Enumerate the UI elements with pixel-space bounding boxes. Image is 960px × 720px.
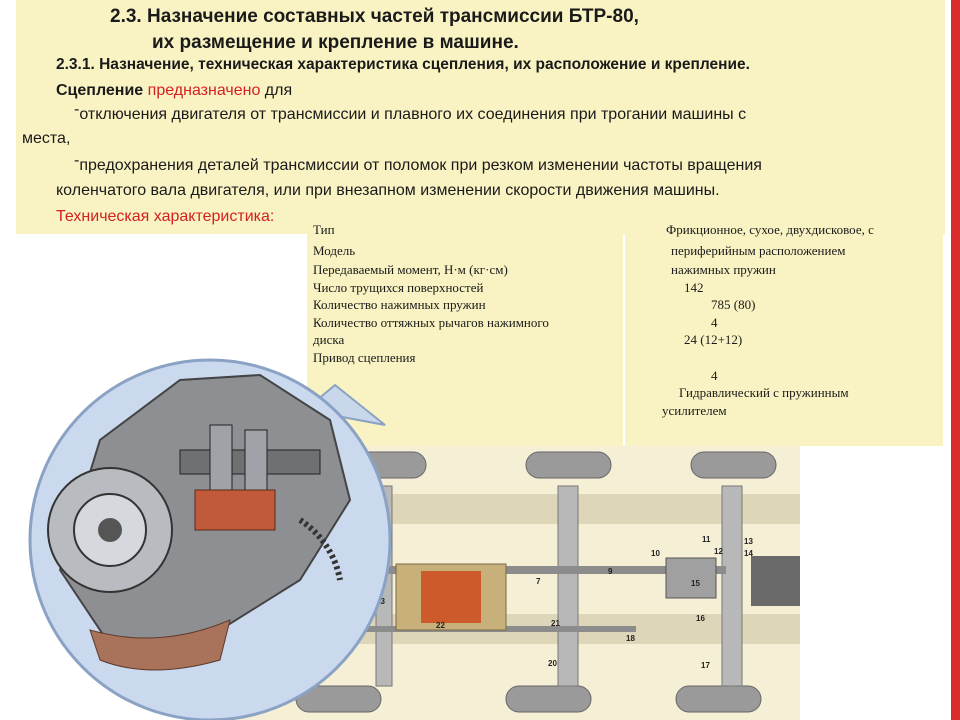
bullet-1-line-1: -отключения двигателя от трансмиссии и п… — [74, 101, 747, 124]
intro-rest: для — [264, 82, 293, 99]
axles — [375, 485, 743, 687]
spec-label-levers: Количество оттяжных рычагов нажимного — [313, 315, 549, 330]
spec-label-levers-cont: диска — [313, 332, 345, 347]
label-13: 13 — [744, 537, 753, 546]
spec-panel — [307, 234, 943, 446]
clutch-cutaway-illustration — [28, 358, 392, 720]
label-21: 21 — [551, 619, 560, 628]
title-line-2: их размещение и крепление в машине. — [152, 32, 519, 53]
bullet-marker: - — [74, 152, 80, 169]
wheel — [675, 685, 762, 713]
label-18: 18 — [626, 634, 635, 643]
gear-train — [194, 489, 276, 531]
bullet-1-text: отключения двигателя от трансмиссии и пл… — [79, 106, 747, 123]
label-10: 10 — [651, 549, 660, 558]
wheels — [295, 451, 777, 713]
wheel — [525, 451, 612, 479]
gearbox-highlight — [421, 571, 481, 623]
spec-label-surfaces: Число трущихся поверхностей — [313, 280, 484, 295]
page-title: 2.3. Назначение составных частей трансми… — [110, 4, 639, 56]
spec-value-drive-cont: усилителем — [662, 403, 727, 418]
spec-label-torque: Передаваемый момент, Н·м (кг·см) — [313, 262, 508, 277]
label-9: 9 — [608, 567, 613, 576]
label-22: 22 — [436, 621, 445, 630]
section-subtitle: 2.3.1. Назначение, техническая характери… — [56, 56, 750, 73]
spec-value-torque: 785 (80) — [711, 297, 756, 312]
label-11: 11 — [702, 535, 711, 544]
spec-value-surfaces: 4 — [711, 315, 718, 330]
label-12: 12 — [714, 547, 723, 556]
clutch-disc — [209, 424, 233, 501]
spec-value-type-cont: периферийным расположением — [671, 243, 846, 258]
intro-term: Сцепление — [56, 82, 144, 99]
spec-value-springs: 24 (12+12) — [684, 332, 743, 347]
spec-label-drive: Привод сцепления — [313, 350, 416, 365]
label-15: 15 — [691, 579, 700, 588]
bullet-1-line-2: места, — [22, 130, 71, 147]
pulley-hub — [98, 518, 122, 542]
wheel — [690, 451, 777, 479]
label-7: 7 — [536, 577, 541, 586]
spec-value-type: Фрикционное, сухое, двухдисковое, с — [666, 222, 874, 237]
bullet-2-text: предохранения деталей трансмиссии от пол… — [79, 157, 762, 174]
bullet-2-line-1: -предохранения деталей трансмиссии от по… — [74, 152, 762, 175]
spec-value-drive: Гидравлический с пружинным — [679, 385, 849, 400]
title-line-1: 2.3. Назначение составных частей трансми… — [110, 6, 639, 27]
label-14: 14 — [744, 549, 753, 558]
wheel — [505, 685, 592, 713]
label-16: 16 — [696, 614, 705, 623]
oil-pan — [89, 619, 231, 671]
bullet-2-line-2: коленчатого вала двигателя, или при внез… — [56, 182, 720, 199]
bullet-marker: - — [74, 101, 80, 118]
intro-line: Сцепление предназначено для — [56, 82, 292, 100]
label-17: 17 — [701, 661, 710, 670]
spec-value-type-cont-2: нажимных пружин — [671, 262, 776, 277]
intro-verb: предназначено — [147, 82, 261, 99]
spec-label-model: Модель — [313, 243, 356, 258]
spec-divider — [623, 234, 625, 446]
label-20: 20 — [548, 659, 557, 668]
spec-label-type: Тип — [313, 222, 335, 237]
spec-value-levers: 4 — [711, 368, 718, 383]
axle — [721, 485, 743, 687]
spec-value-model: 142 — [684, 280, 704, 295]
accent-bar — [951, 0, 960, 720]
axle — [557, 485, 579, 687]
spec-heading: Техническая характеристика: — [56, 208, 275, 225]
flywheel-ring-gear — [298, 517, 343, 581]
front-differential — [665, 557, 717, 599]
winch — [751, 556, 800, 606]
spec-label-springs: Количество нажимных пружин — [313, 297, 486, 312]
header-panel — [16, 0, 945, 234]
